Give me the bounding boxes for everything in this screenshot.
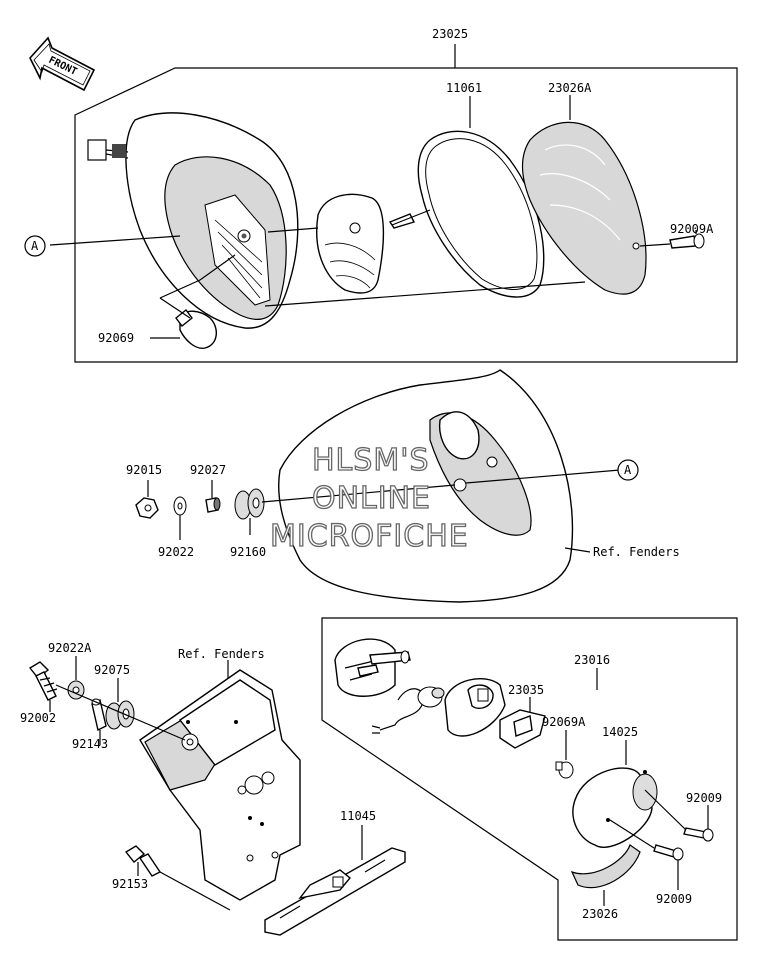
ref-fenders-label-1: Ref. Fenders (593, 545, 680, 559)
ref-marker-a-bottom: A (617, 459, 639, 481)
gasket-11061: 11061 (417, 81, 545, 298)
label-23026: 23026 (582, 907, 618, 921)
clip-23035: 23035 (499, 683, 546, 749)
label-92153: 92153 (112, 877, 148, 891)
watermark: HLSM'S ONLINE MICROFICHE (269, 442, 469, 554)
label-92027: 92027 (190, 463, 226, 477)
label-92015: 92015 (126, 463, 162, 477)
light-holder (444, 677, 506, 737)
grommet-92075: 92075 (94, 663, 135, 730)
label-92002: 92002 (20, 711, 56, 725)
collar-92027: 92027 (190, 463, 226, 513)
screw-92009A: 92009A (639, 222, 714, 249)
label-92022A: 92022A (48, 641, 92, 655)
ref-a-top-label: A (31, 239, 39, 253)
ref-marker-a-top: A (24, 235, 46, 257)
label-11061: 11061 (446, 81, 482, 95)
label-92069A: 92069A (542, 715, 586, 729)
front-arrow-icon: FRONT (29, 36, 96, 92)
license-bracket (139, 669, 301, 901)
bolt-92002: 92002 (20, 661, 58, 725)
bulb-socket (371, 686, 445, 734)
label-14025: 14025 (602, 725, 638, 739)
plate-holder-11045: 11045 (264, 809, 406, 936)
label-92143: 92143 (72, 737, 108, 751)
inner-reflector (316, 193, 415, 294)
lens-cover-14025: 14025 (572, 725, 658, 848)
bulb-92069: 92069 (98, 254, 236, 349)
watermark-line-3: MICROFICHE (270, 519, 469, 554)
bolt-92153: 92153 (112, 845, 231, 911)
license-light-assembly: 23016 23035 (321, 617, 738, 941)
label-11045: 11045 (340, 809, 376, 823)
rear-fender-mount: A Ref. Fenders 92015 92022 92027 (126, 369, 680, 603)
tail-light-housing (87, 112, 299, 329)
collar-92143: 92143 (72, 698, 108, 751)
label-23025: 23025 (432, 27, 468, 41)
nut-92015: 92015 (126, 463, 162, 519)
lens-23026A: 23026A (521, 81, 647, 295)
label-92069: 92069 (98, 331, 134, 345)
label-23035: 23035 (508, 683, 544, 697)
license-bracket-section: Ref. Fenders 11045 92002 92022A (20, 641, 406, 936)
label-92009-b: 92009 (656, 892, 692, 906)
label-92160: 92160 (230, 545, 266, 559)
grommet-92160: 92160 (230, 488, 266, 559)
watermark-line-1: HLSM'S (312, 443, 430, 478)
ref-a-bottom-label: A (624, 463, 632, 477)
label-92022: 92022 (158, 545, 194, 559)
washer-92022A: 92022A (48, 641, 92, 700)
washer-92022: 92022 (158, 496, 194, 559)
label-23016: 23016 (574, 653, 610, 667)
tail-light-assembly: 23025 11061 (24, 27, 738, 363)
label-23026A: 23026A (548, 81, 592, 95)
screw-92009-b: 92009 (653, 844, 692, 906)
label-92075: 92075 (94, 663, 130, 677)
bulb-92069A: 92069A (542, 715, 586, 779)
ref-fenders-label-2: Ref. Fenders (178, 647, 265, 661)
watermark-line-2: ONLINE (312, 481, 431, 516)
label-92009A: 92009A (670, 222, 714, 236)
light-base (334, 638, 411, 697)
label-92009-a: 92009 (686, 791, 722, 805)
screw-92009-a: 92009 (683, 791, 722, 842)
reflector-23026: 23026 (570, 844, 641, 921)
